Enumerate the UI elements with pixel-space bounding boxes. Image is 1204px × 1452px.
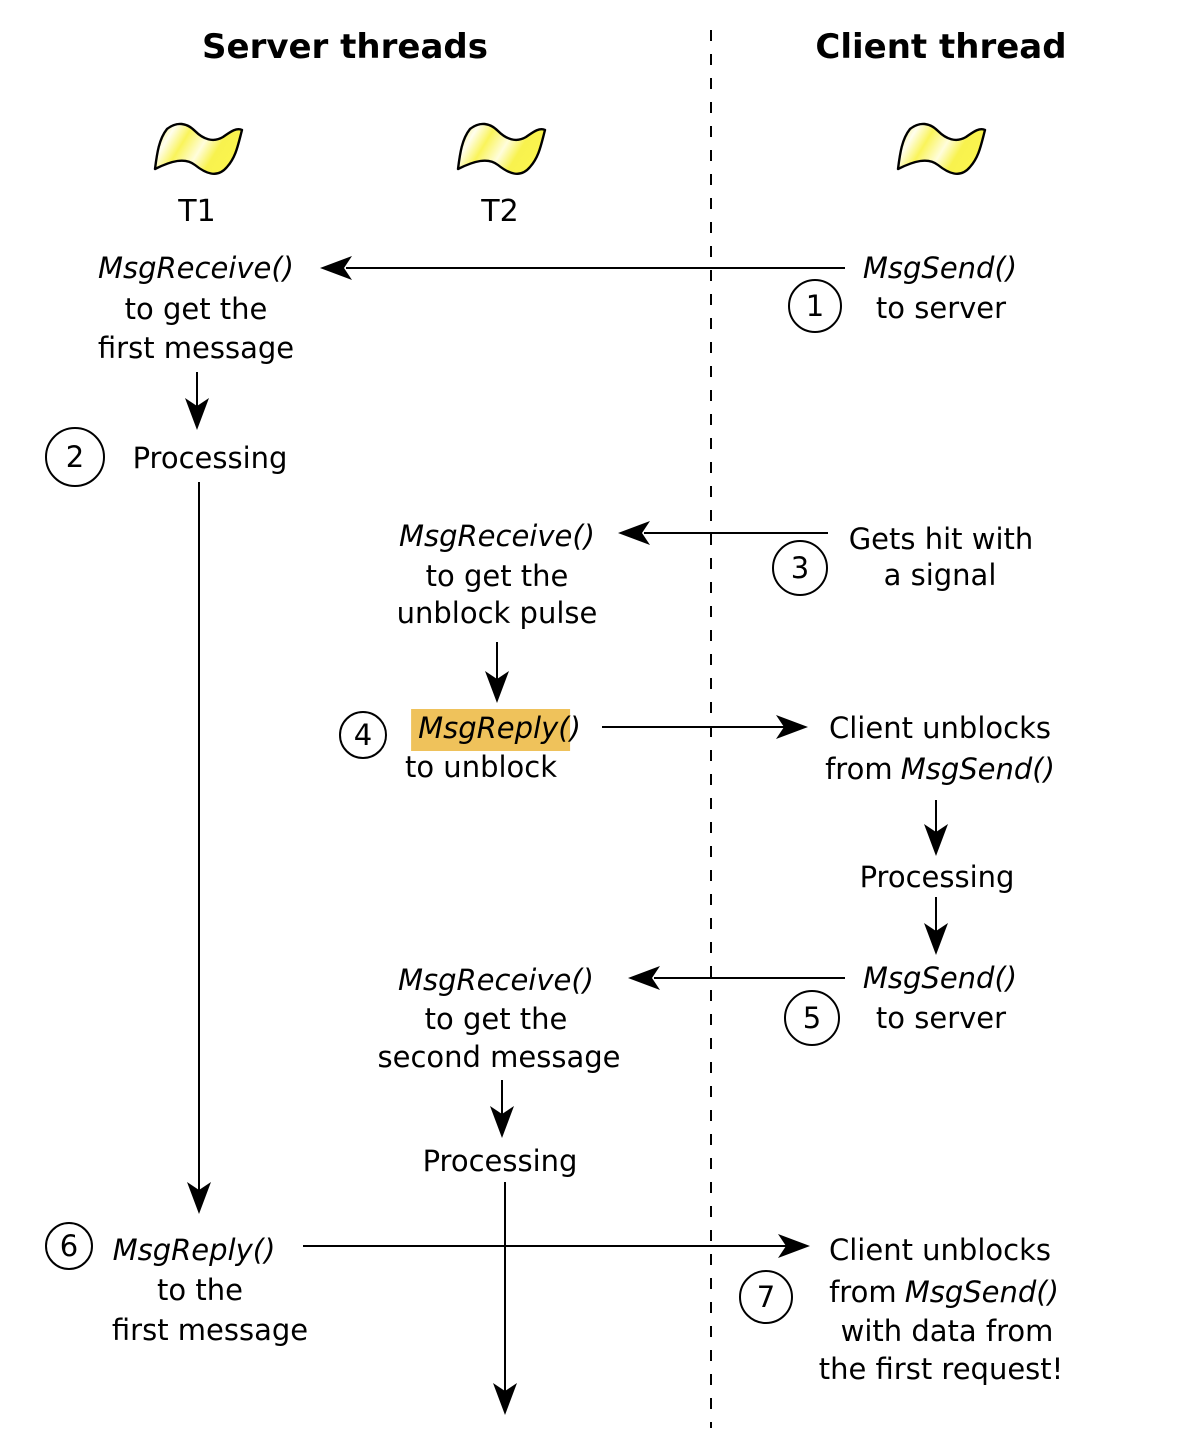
- client-final-note: with data from: [840, 1314, 1054, 1348]
- step-badge-5: 5: [784, 990, 840, 1046]
- arrow-signal: [618, 521, 828, 545]
- t2-msgreceive-pulse-note: to get the: [425, 559, 569, 593]
- t2-msgreceive2-note: to get the: [424, 1002, 568, 1036]
- t1-msgreceive-note: first message: [97, 331, 295, 365]
- step-badge-4: 4: [339, 711, 387, 759]
- arrow-t2-long: [493, 1182, 517, 1415]
- t2-msgreceive2-note: second message: [377, 1040, 621, 1074]
- thread-label-t1: T1: [178, 194, 216, 229]
- t1-msgreply-note: first message: [111, 1313, 309, 1347]
- step-badge-1: 1: [788, 279, 842, 333]
- arrow-reply-unblock: [602, 715, 808, 739]
- arrow-client-down-2: [924, 897, 948, 955]
- arrow-send-first: [320, 256, 845, 280]
- client-msgsend-note: to server: [875, 291, 1007, 325]
- client-final-note: the first request!: [818, 1352, 1064, 1386]
- arrow-t1-long: [187, 482, 211, 1214]
- client-thread-title: Client thread: [815, 27, 1067, 67]
- arrow-client-down-1: [924, 800, 948, 856]
- highlighted-msgreply: MsgReply: [411, 709, 571, 751]
- arrow-t2-down-2: [490, 1080, 514, 1138]
- arrow-t2-down-1: [485, 642, 509, 703]
- arrow-reply-first: [303, 1234, 810, 1258]
- t2-msgreceive2-call: MsgReceive(): [397, 963, 595, 997]
- t2-msgreceive-pulse-note: unblock pulse: [396, 596, 598, 630]
- flow-arrows: [185, 256, 948, 1415]
- signal-note: Gets hit with: [848, 522, 1034, 556]
- step-badge-3: 3: [772, 540, 828, 596]
- client-final-note: Client unblocks: [829, 1233, 1051, 1267]
- step-badge-2: 2: [45, 427, 105, 487]
- client-processing-label: Processing: [859, 860, 1015, 894]
- t1-processing-label: Processing: [132, 441, 288, 475]
- t2-msgreply-call: MsgReply(): [411, 709, 581, 751]
- thread-flag-icon: [456, 122, 547, 175]
- server-threads-title: Server threads: [202, 27, 488, 67]
- t1-msgreceive-note: to get the: [124, 292, 268, 326]
- t2-msgreply-note: to unblock: [404, 750, 558, 784]
- thread-flag-icon: [153, 122, 244, 175]
- arrow-t1-down: [185, 372, 209, 430]
- thread-flag-icon: [896, 122, 987, 175]
- client-msgsend2-call: MsgSend(): [862, 961, 1018, 995]
- t1-msgreply-note: to the: [157, 1273, 243, 1307]
- signal-note: a signal: [883, 558, 997, 592]
- client-msgsend-call: MsgSend(): [862, 251, 1018, 285]
- step-badge-6: 6: [45, 1222, 93, 1270]
- t2-processing-label: Processing: [422, 1144, 578, 1178]
- step-badge-7: 7: [739, 1270, 793, 1324]
- t2-msgreceive-pulse-call: MsgReceive(): [398, 519, 596, 553]
- arrow-send-second: [628, 966, 845, 990]
- client-msgsend2-note: to server: [875, 1001, 1007, 1035]
- client-unblocks-note: Client unblocks: [829, 711, 1051, 745]
- t1-msgreply-call: MsgReply(): [112, 1233, 276, 1267]
- thread-label-t2: T2: [481, 194, 519, 229]
- t1-msgreceive-call: MsgReceive(): [97, 251, 295, 285]
